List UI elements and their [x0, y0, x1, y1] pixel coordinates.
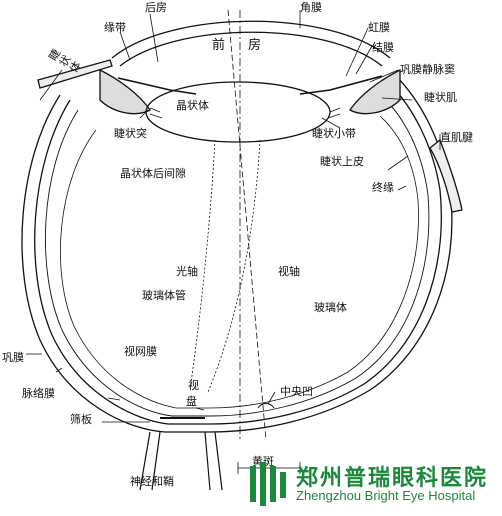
- label-scleral-venous-sinus: 巩膜静脉窦: [400, 63, 455, 76]
- hyaloid-canal: [189, 139, 261, 393]
- visual-axis: [227, 9, 267, 441]
- ciliary-body-right: [349, 68, 401, 115]
- label-optic-nerve-sheath: 神经和鞘: [130, 475, 174, 488]
- label-iris: 虹膜: [368, 21, 390, 34]
- label-choroid: 脉络膜: [22, 387, 55, 400]
- label-retrolental-space: 晶状体后间隙: [120, 167, 186, 180]
- label-ciliary-muscle: 睫状肌: [424, 91, 457, 104]
- label-optic-axis: 光轴: [176, 265, 198, 278]
- label-vitreous: 玻璃体: [314, 301, 347, 314]
- label-conjunctiva: 结膜: [372, 41, 394, 54]
- hospital-name-cn: 郑州普瑞眼科医院: [296, 465, 489, 491]
- rectus-tendon: [429, 138, 463, 213]
- label-fovea-distance: 黄斑: [252, 455, 274, 468]
- label-cornea: 角膜: [300, 1, 322, 14]
- hospital-logo-mark: [250, 462, 286, 506]
- optic-nerve: [139, 431, 223, 491]
- fovea-notch: [257, 403, 275, 409]
- cornea-inner: [119, 31, 383, 67]
- iris-left: [117, 77, 197, 95]
- label-ciliary-epithelium: 睫状上皮: [320, 155, 364, 168]
- label-optic-disc-1: 视: [188, 379, 199, 392]
- label-zonule: 缘带: [104, 21, 126, 34]
- choroid-line: [44, 97, 430, 417]
- label-ciliary-zonule: 睫状小带: [312, 127, 356, 140]
- retina-line: [60, 115, 419, 409]
- label-anterior-chamber-2: 房: [248, 38, 262, 53]
- label-rectus-tendon: 直肌腱: [440, 131, 473, 144]
- label-retina: 视网膜: [124, 345, 157, 358]
- label-lens: 晶状体: [176, 99, 209, 112]
- sclera-inner: [34, 83, 442, 425]
- sclera-outer: [21, 74, 453, 433]
- label-ora-serrata: 终缘: [372, 181, 394, 194]
- label-lamina-cribrosa: 筛板: [70, 413, 92, 426]
- rectus-tendon-left: [37, 59, 113, 89]
- label-anterior-chamber-1: 前: [212, 38, 226, 53]
- label-fovea: 中央凹: [280, 385, 313, 398]
- hospital-logo: 郑州普瑞眼科医院 Zhengzhou Bright Eye Hospital: [246, 458, 502, 512]
- label-optic-disc-2: 盘: [186, 395, 197, 408]
- ciliary-body-left: [99, 68, 151, 115]
- label-ciliary-process: 睫状突: [114, 127, 147, 140]
- label-visual-axis: 视轴: [278, 265, 300, 278]
- label-sclera: 巩膜: [2, 351, 24, 364]
- lens: [145, 81, 331, 143]
- label-posterior-chamber: 后房: [145, 1, 167, 14]
- label-hyaloid-canal: 玻璃体管: [142, 289, 186, 302]
- hospital-name-en: Zhengzhou Bright Eye Hospital: [296, 488, 476, 503]
